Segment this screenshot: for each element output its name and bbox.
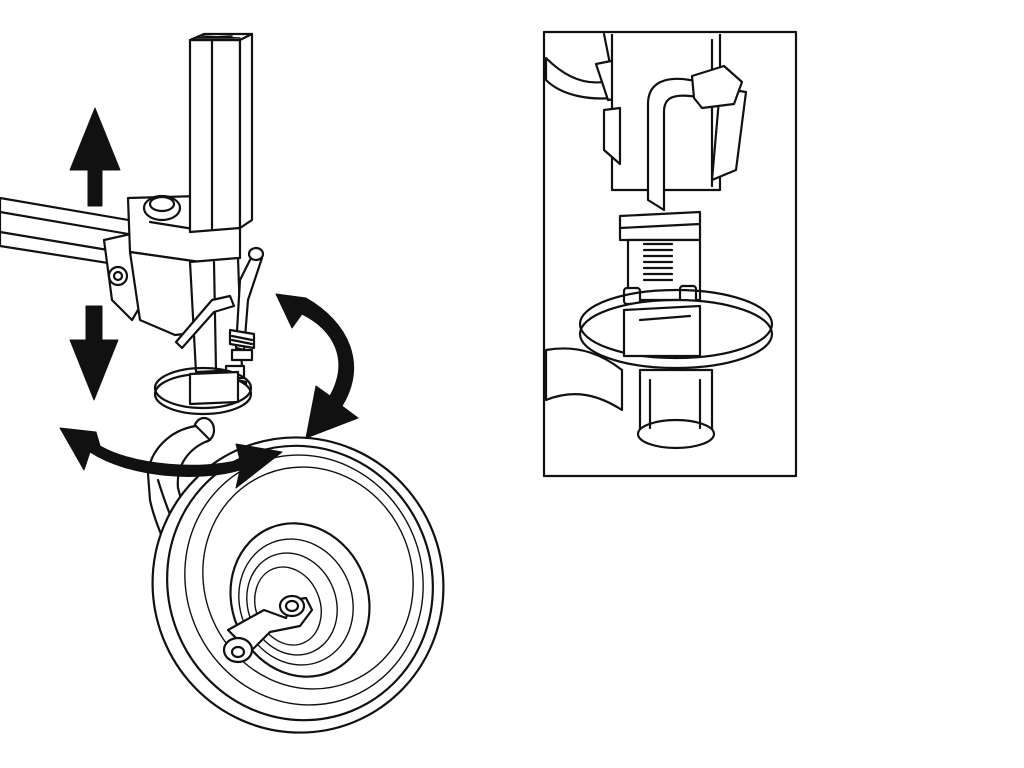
inset-tube [544,32,748,192]
lower-leg [174,246,265,392]
inset-turntable-disc [578,288,774,370]
raise-arrow [69,107,121,207]
lower-arrow [69,305,119,401]
turntable-disc [153,366,253,444]
wheel-tire [151,436,445,734]
inset-frame [542,30,798,478]
tilt-arrow [275,293,359,439]
wheel-axle [222,594,314,664]
inset-pin-handle [646,64,744,212]
inset-lower-tube [544,347,716,450]
swivel-arrow [59,427,283,489]
vertical-post [188,32,254,234]
